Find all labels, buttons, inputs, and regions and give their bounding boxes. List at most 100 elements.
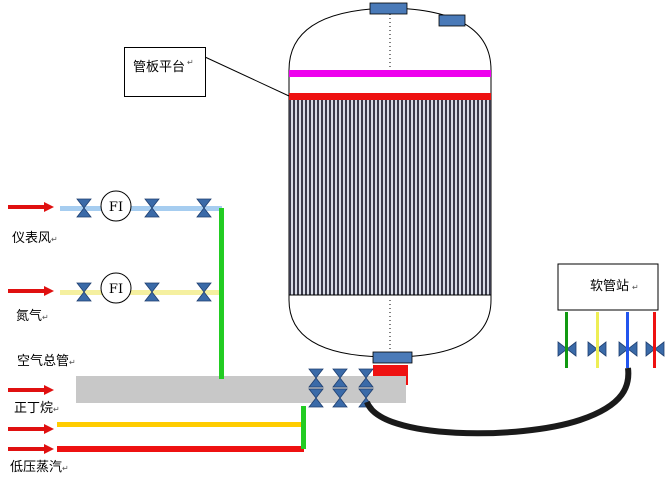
hose-line-green	[565, 312, 568, 368]
tube	[383, 100, 385, 295]
tube	[471, 100, 473, 295]
tube	[483, 100, 485, 295]
tube	[395, 100, 397, 295]
tube	[363, 100, 365, 295]
tube-bundle	[289, 100, 491, 296]
valve-icon	[308, 368, 324, 388]
valve-icon	[332, 368, 348, 388]
tube	[323, 100, 325, 295]
tube	[347, 100, 349, 295]
air-main-label: 空气总管↵	[17, 354, 76, 369]
tube	[423, 100, 425, 295]
instrument-air-pipe	[60, 206, 222, 211]
tube	[299, 100, 301, 295]
tube	[487, 100, 489, 295]
tube	[399, 100, 401, 295]
nitrogen-pipe	[60, 290, 222, 295]
arrow-steam-2	[8, 444, 54, 454]
tube	[407, 100, 409, 295]
tube	[435, 100, 437, 295]
butane-pipe	[57, 422, 303, 427]
valve-icon	[144, 282, 160, 302]
bottom-nozzle	[372, 351, 413, 364]
arrow-instrument-air	[8, 202, 54, 212]
tube	[419, 100, 421, 295]
tube	[431, 100, 433, 295]
hose-line-yellow	[596, 312, 599, 368]
valve-icon	[196, 282, 212, 302]
tube	[415, 100, 417, 295]
tube	[443, 100, 445, 295]
tube	[427, 100, 429, 295]
svg-text:FI: FI	[109, 282, 123, 297]
valve-icon	[196, 198, 212, 218]
steam-pipe	[57, 446, 304, 452]
valve-icon	[332, 388, 348, 408]
tube	[379, 100, 381, 295]
tube	[463, 100, 465, 295]
tube	[367, 100, 369, 295]
arrow-steam-1	[8, 424, 54, 434]
tube	[439, 100, 441, 295]
top-nozzle	[369, 2, 408, 15]
tube	[375, 100, 377, 295]
valves	[76, 198, 665, 408]
flexible-hose	[364, 367, 632, 437]
hose-line-blue	[626, 312, 629, 368]
instrument-air-label: 仪表风↵	[12, 231, 58, 246]
tube	[455, 100, 457, 295]
tube	[295, 100, 297, 295]
tube	[403, 100, 405, 295]
tube	[387, 100, 389, 295]
valve-icon	[358, 368, 374, 388]
air-header-pipe	[76, 376, 406, 403]
tube-sheet-platform-label: 管板平台	[133, 60, 186, 75]
tube-sheet-magenta	[289, 70, 491, 77]
hose-line-red	[653, 312, 656, 368]
tube	[327, 100, 329, 295]
top-side-nozzle	[438, 14, 466, 27]
tube	[311, 100, 313, 295]
valve-icon	[144, 198, 160, 218]
tube	[331, 100, 333, 295]
tube-sheet-red	[289, 93, 491, 100]
arrow-butane	[8, 385, 54, 395]
tube	[355, 100, 357, 295]
hose-station-return-mark: ↵	[632, 283, 639, 292]
flow-indicator-2: FI	[100, 272, 132, 304]
valve-icon	[76, 282, 92, 302]
tube	[319, 100, 321, 295]
valve-icon	[308, 388, 324, 408]
valve-icon	[76, 198, 92, 218]
tube	[411, 100, 413, 295]
platform-leader-line	[204, 56, 290, 97]
tube	[343, 100, 345, 295]
hose-station-box	[557, 263, 659, 311]
tube	[291, 100, 293, 295]
flow-indicator-1: FI	[100, 190, 132, 222]
tube-bundle-bg	[289, 100, 491, 295]
tube	[307, 100, 309, 295]
vertical-header-pipe	[219, 208, 224, 379]
tube	[451, 100, 453, 295]
arrows	[8, 202, 54, 454]
tie-pipe	[301, 406, 306, 449]
tube	[459, 100, 461, 295]
tube	[371, 100, 373, 295]
tube	[339, 100, 341, 295]
tube	[467, 100, 469, 295]
tube	[391, 100, 393, 295]
tube	[479, 100, 481, 295]
tube	[315, 100, 317, 295]
svg-text:FI: FI	[109, 200, 123, 215]
nitrogen-label: 氮气↵	[16, 309, 49, 324]
tube	[359, 100, 361, 295]
arrow-nitrogen	[8, 286, 54, 296]
return-mark: ↵	[187, 58, 194, 67]
hose-station-label: 软管站	[590, 279, 629, 294]
tube	[335, 100, 337, 295]
low-pressure-steam-label: 低压蒸汽↵	[10, 460, 69, 475]
tube	[447, 100, 449, 295]
n-butane-label: 正丁烷↵	[14, 401, 60, 416]
